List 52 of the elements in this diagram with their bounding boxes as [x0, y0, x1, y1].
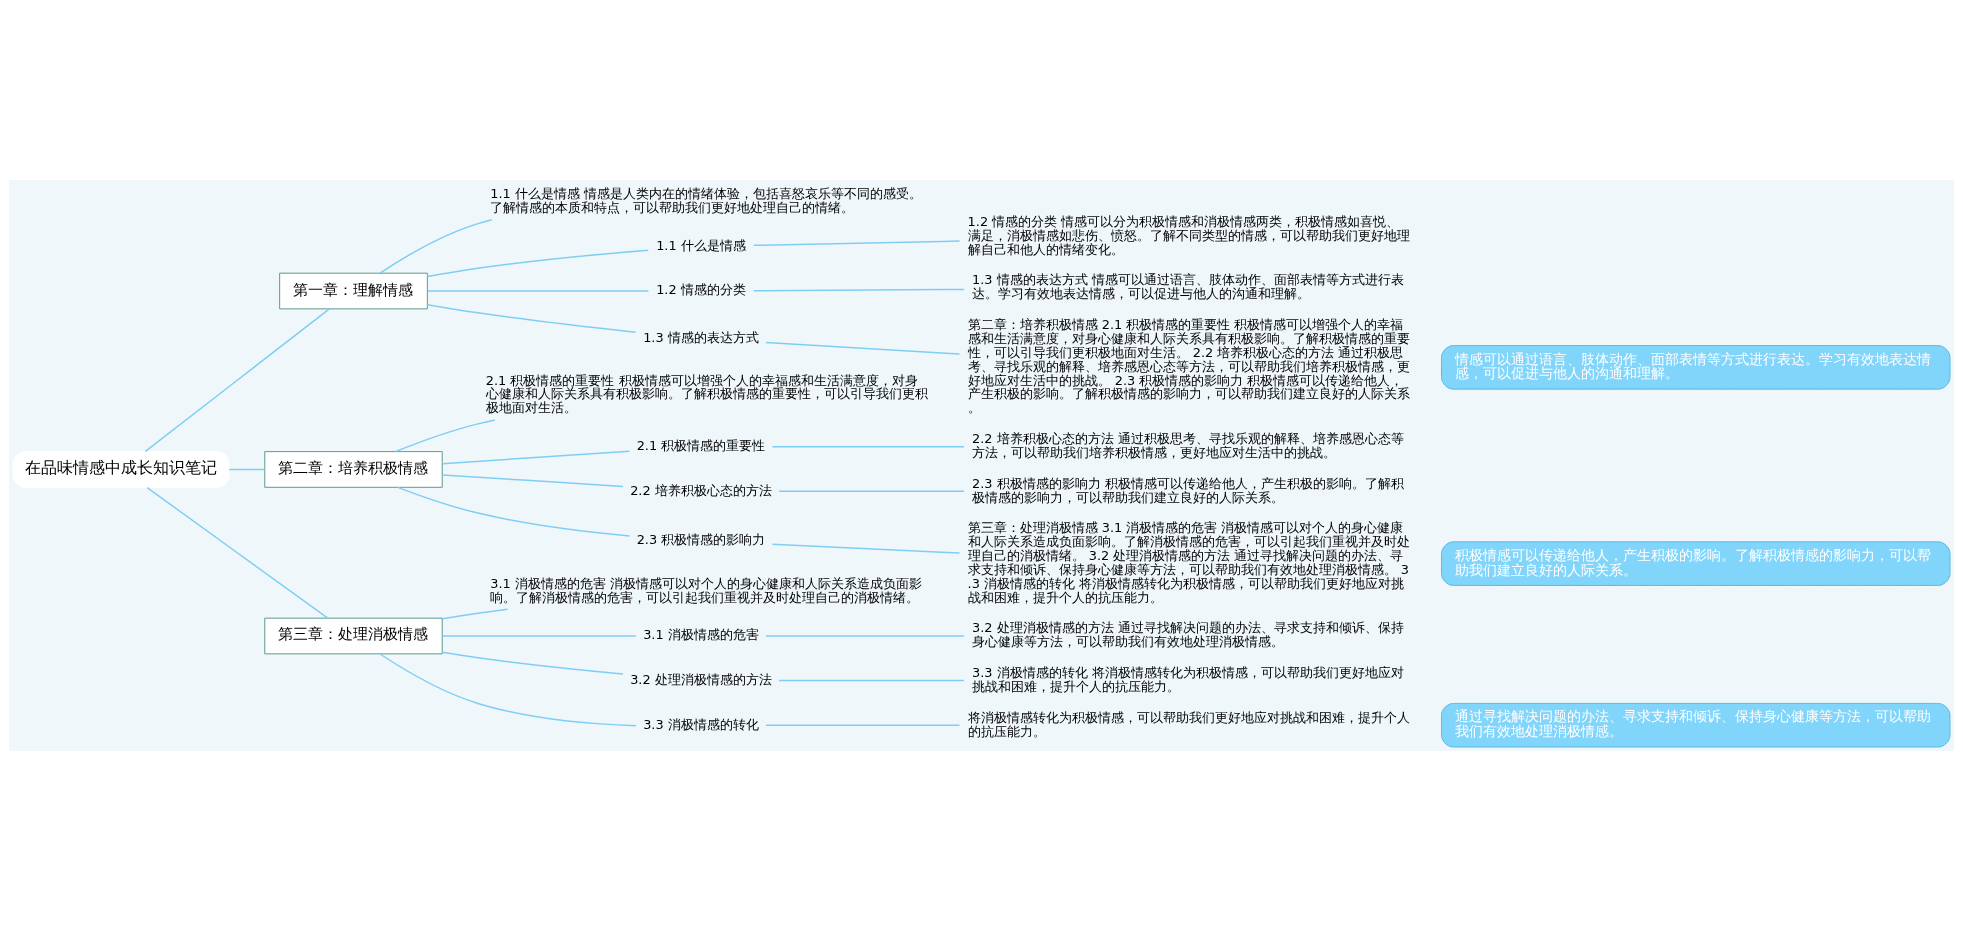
node-box: 情感可以通过语言、肢体动作、面部表情等方式进行表达。学习有效地表达情感，可以促进与他人的沟通和理解。 — [1440, 344, 1951, 390]
node-text: 3.3 消极情感的转化 将消极情感转化为积极情感，可以帮助我们更好地应对挑战和困难，提升个人的抗压能力。 — [972, 664, 1404, 694]
node-text: 第二章：培养积极情感 2.1 积极情感的重要性 积极情感可以增强个人的幸福感和生活满意度，对身心健康和人际关系具有积极影响。了解积极情感的重要性，可以引导我们更积极地面对生活。 2.2 培养积极心态的方法 通过积极思考、寻找乐观的解释、培养感恩心态等方法，可以帮助我们培养积极情感，更好地应对生活中的挑战。 2.3 积极情感的影响力 积极情感可以传递给他人，产生积极的影响。了解积极情感的影响力，可以帮助我们建立良好的人际关系。 — [967, 316, 1410, 415]
node-text: 2.2 培养积极心态的方法 — [630, 482, 772, 498]
connector — [426, 249, 649, 277]
node-text: 1.2 情感的分类 情感可以分为积极情感和消极情感两类，积极情感如喜悦、满足，消极情感如悲伤、愤怒。了解不同类型的情感，可以帮助我们更好地理解自己和他人的情绪变化。 — [967, 213, 1410, 257]
node-text: 2.3 积极情感的影响力 — [636, 531, 766, 547]
connector — [441, 450, 631, 464]
connector — [778, 490, 965, 492]
node-text: 3.3 消极情感的转化 — [643, 716, 759, 732]
connector — [379, 652, 637, 726]
node-text: 2.3 积极情感的影响力 积极情感可以传递给他人，产生积极的影响。了解积极情感的影响力，可以帮助我们建立良好的人际关系。 — [972, 475, 1404, 505]
node-box: 积极情感可以传递给他人，产生积极的影响。了解积极情感的影响力，可以帮助我们建立良好的人际关系。 — [1440, 540, 1951, 586]
connector — [771, 542, 961, 554]
node-text: 1.1 什么是情感 情感是人类内在的情绪体验，包括喜怒哀乐等不同的感受。了解情感的本质和特点，可以帮助我们更好地处理自己的情绪。 — [490, 185, 922, 215]
connector — [441, 473, 624, 487]
node-text: 1.3 情感的表达方式 情感可以通过语言、肢体动作、面部表情等方式进行表达。学习有效地表达情感，可以促进与他人的沟通和理解。 — [972, 271, 1404, 301]
connector — [441, 608, 509, 620]
node-text: 3.1 消极情感的危害 — [643, 626, 759, 642]
connector — [765, 341, 961, 355]
connector — [144, 307, 331, 452]
node-text: 3.2 处理消极情感的方法 通过寻找解决问题的办法、寻求支持和倾诉、保持身心健康等方法，可以帮助我们有效地处理消极情感。 — [972, 619, 1404, 649]
connector — [771, 445, 965, 447]
node-text: 3.2 处理消极情感的方法 — [630, 671, 772, 687]
node-text: 1.3 情感的表达方式 — [643, 329, 759, 345]
node-box: 在品味情感中成长知识笔记 — [12, 450, 230, 488]
node-text: 2.2 培养积极心态的方法 通过积极思考、寻找乐观的解释、培养感恩心态等方法，可以帮助我们培养积极情感，更好地应对生活中的挑战。 — [972, 430, 1404, 460]
node-box: 第一章：理解情感 — [279, 272, 428, 309]
connector — [379, 218, 493, 274]
node-text: 1.1 什么是情感 — [656, 237, 746, 253]
node-box: 通过寻找解决问题的办法、寻求支持和倾诉、保持身心健康等方法，可以帮助我们有效地处理消极情感。 — [1440, 702, 1951, 748]
connector — [765, 634, 965, 637]
connector — [427, 289, 650, 292]
node-text: 第三章：处理消极情感 3.1 消极情感的危害 消极情感可以对个人的身心健康和人际关系造成负面影响。了解消极情感的危害，可以引起我们重视并及时处理自己的消极情绪。 3.2 处理消极情感的方法 通过寻找解决问题的办法、寻求支持和倾诉、保持身心健康等方法，可以帮助我们有效地处理消极情感。 3.3 消极情感的转化 将消极情感转化为积极情感，可以帮助我们更好地应对挑战和困难，提升个人的抗压能力。 — [967, 519, 1410, 605]
node-box: 第三章：处理消极情感 — [264, 617, 443, 654]
connector — [753, 239, 961, 246]
connector — [778, 679, 965, 681]
connector — [426, 303, 637, 333]
node-text: 将消极情感转化为积极情感，可以帮助我们更好地应对挑战和困难，提升个人的抗压能力。 — [967, 709, 1410, 739]
connector — [765, 724, 961, 726]
connector — [397, 486, 631, 537]
connector — [441, 651, 624, 675]
node-text: 2.1 积极情感的重要性 — [636, 437, 766, 453]
connector — [228, 468, 266, 470]
node-text: 1.2 情感的分类 — [656, 281, 746, 297]
connector — [441, 634, 637, 637]
node-text: 2.1 积极情感的重要性 积极情感可以增强个人的幸福感和生活满意度，对身心健康和人际关系具有积极影响。了解积极情感的重要性，可以引导我们更积极地面对生活。 — [485, 372, 928, 415]
connector — [753, 288, 965, 291]
connector — [146, 486, 329, 619]
node-box: 第二章：培养积极情感 — [264, 450, 443, 488]
node-text: 3.1 消极情感的危害 消极情感可以对个人的身心健康和人际关系造成负面影响。了解消极情感的危害，可以引起我们重视并及时处理自己的消极情绪。 — [490, 575, 922, 605]
connector — [395, 418, 496, 452]
